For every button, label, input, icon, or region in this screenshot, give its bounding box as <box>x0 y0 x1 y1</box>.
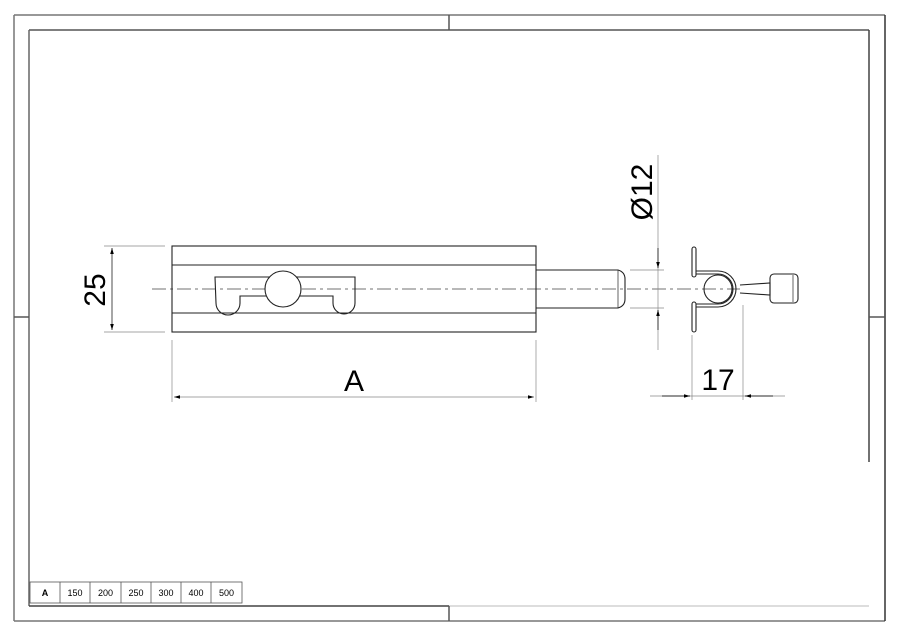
dimension-length <box>171 340 537 402</box>
size-table-header: A <box>42 588 49 598</box>
keeper <box>691 246 799 333</box>
size-table-cell: 250 <box>128 588 143 598</box>
height-dimension-label: 25 <box>79 273 112 306</box>
bolt-body <box>171 245 537 333</box>
size-table-cell: 400 <box>188 588 203 598</box>
size-table: A 150 200 250 300 400 500 <box>29 581 243 604</box>
diameter-dimension-label: Ø12 <box>626 164 659 221</box>
offset-dimension-label: 17 <box>701 364 734 397</box>
size-table-cell: 150 <box>67 588 82 598</box>
size-table-cell: 200 <box>98 588 113 598</box>
dimension-diameter <box>630 155 664 350</box>
size-table-cell: 500 <box>219 588 234 598</box>
length-dimension-label: A <box>344 365 364 398</box>
bolt-pin <box>536 269 626 309</box>
outer-frame <box>13 14 886 622</box>
dimension-offset <box>650 305 785 400</box>
center-marks <box>14 15 885 621</box>
size-table-cell: 300 <box>158 588 173 598</box>
dimension-height <box>104 245 165 333</box>
